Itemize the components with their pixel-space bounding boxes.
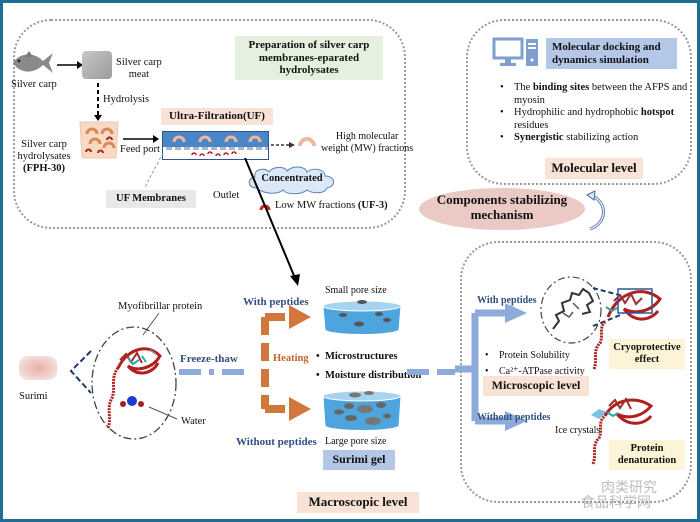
without-peptides-micro-label: Without peptides xyxy=(477,412,551,423)
outlet-label: Outlet xyxy=(213,190,240,201)
beaker-icon xyxy=(79,121,119,159)
cryoprotective-label: Cryoprotective effect xyxy=(609,339,685,370)
large-pore-label: Large pore size xyxy=(325,436,387,447)
freeze-thaw-arrow xyxy=(179,369,247,375)
gel-bullet: • Moisture distribution xyxy=(316,369,422,381)
uf-membrane-pointer xyxy=(144,152,164,188)
molecular-bullets: The binding sites between the AFPS and m… xyxy=(500,82,690,145)
bound-protein-structure xyxy=(592,288,662,370)
high-mw-label: High molecular weight (MW) fractions xyxy=(321,131,414,154)
arrow-beaker-to-uf xyxy=(123,135,159,143)
ice-crystal-icon xyxy=(591,409,607,419)
molecular-panel xyxy=(466,19,692,185)
cycle-arrow-icon xyxy=(586,190,605,231)
meat-label: Silver carp meat xyxy=(116,57,162,81)
small-pore-label: Small pore size xyxy=(325,285,387,296)
heating-label: Heating xyxy=(273,353,309,364)
with-peptides-macro-label: With peptides xyxy=(243,296,309,308)
myofibrillar-pointer xyxy=(142,312,160,336)
to-microscopic-arrow xyxy=(407,369,455,375)
molecular-level-label: Molecular level xyxy=(545,158,643,179)
molecular-docking-title: Molecular docking and dynamics simulatio… xyxy=(546,38,677,70)
preparation-panel xyxy=(13,19,406,229)
water-label: Water xyxy=(181,416,206,427)
without-peptides-macro-label: Without peptides xyxy=(236,436,317,448)
mechanism-label: Components stabilizing mechanism xyxy=(436,192,568,222)
feed-port-label: Feed port xyxy=(120,144,160,155)
small-pore-gel xyxy=(322,300,402,335)
mechanism-ellipse xyxy=(419,188,585,230)
computer-icon xyxy=(492,37,538,66)
hydrolysates-label: Silver carp hydrolysates (FPH-30) xyxy=(17,139,71,175)
silver-carp-label: Silver carp xyxy=(11,79,57,90)
water-molecule-icon xyxy=(120,396,144,407)
concentrated-label: Concentrated xyxy=(261,173,323,184)
arrow-fish-to-meat xyxy=(57,61,83,69)
outlet-arrow xyxy=(244,157,300,286)
microscopic-bullets: Protein Solubility Ca²⁺-ATPase activity xyxy=(485,348,585,379)
ice-crystals-label: Ice crystals xyxy=(555,425,601,436)
uf-particles xyxy=(172,135,262,157)
molecular-bullet: Hydrophilic and hydrophobic hotspot resi… xyxy=(500,107,690,132)
freeze-thaw-label: Freeze-thaw xyxy=(180,353,238,365)
uf-label: Ultra-Filtration(UF) xyxy=(161,108,273,125)
low-mw-label: Low MW fractions (UF-3) xyxy=(275,200,388,211)
large-pore-gel xyxy=(322,390,402,431)
microscopic-bullet: Ca²⁺-ATPase activity xyxy=(485,364,585,380)
surimi-label: Surimi xyxy=(19,391,48,402)
zoom-bracket xyxy=(69,350,92,394)
hydrolysis-label: Hydrolysis xyxy=(103,94,150,105)
gel-properties-bullets: • Microstructures • Moisture distributio… xyxy=(316,348,421,386)
concentrated-cloud xyxy=(248,166,334,195)
microscopic-branch-arrows xyxy=(455,303,527,431)
microscopic-bullet: Protein Solubility xyxy=(485,348,585,364)
arrow-to-high-mw xyxy=(271,142,295,148)
meat-image xyxy=(82,51,112,79)
water-pointer xyxy=(148,406,178,420)
molecular-bullet: The binding sites between the AFPS and m… xyxy=(500,82,690,107)
denaturation-label: Protein denaturation xyxy=(609,440,685,471)
molecular-bullet: Synergistic stabilizing action xyxy=(500,132,690,145)
preparation-title: Preparation of silver carp membranes-epa… xyxy=(235,36,383,80)
denatured-protein-structure xyxy=(591,397,654,465)
heating-arrows xyxy=(261,305,311,421)
microscopic-level-label: Microscopic level xyxy=(483,376,589,396)
gel-bullet: • Microstructures xyxy=(316,351,398,362)
peptide-structure xyxy=(552,287,595,330)
peptide-circle xyxy=(540,276,602,344)
uf-membranes-label: UF Membranes xyxy=(106,190,196,209)
macroscopic-level-label: Macroscopic level xyxy=(297,492,419,513)
myofibrillar-protein-label: Myofibrillar protein xyxy=(118,301,203,312)
myofibrillar-protein-structure xyxy=(106,347,162,429)
surimi-gel-label: Surimi gel xyxy=(323,450,395,470)
high-mw-icon xyxy=(298,137,316,147)
fish-icon xyxy=(13,51,53,73)
hydrolysis-arrow xyxy=(94,83,102,121)
protein-circle xyxy=(91,326,177,440)
uf-device xyxy=(162,131,269,160)
surimi-image xyxy=(19,356,57,380)
watermark: 肉类研究 食品科学网 xyxy=(581,480,657,512)
with-peptides-micro-label: With peptides xyxy=(477,295,537,306)
